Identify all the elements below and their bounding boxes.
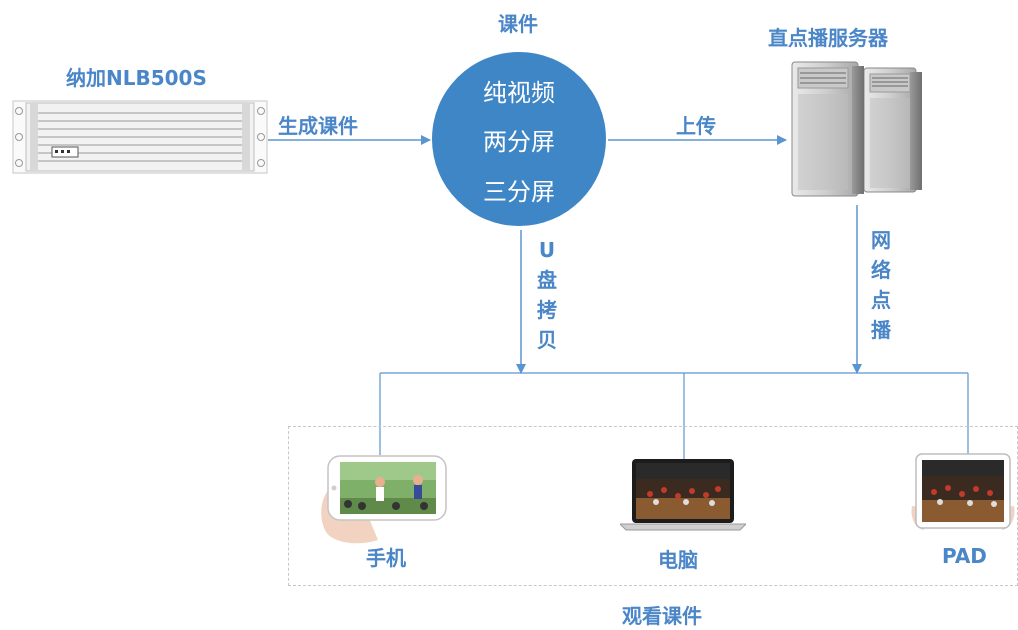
format-three-split: 三分屏	[483, 178, 555, 206]
tablet-image	[910, 452, 1016, 536]
server-image	[788, 60, 928, 204]
laptop-image	[618, 458, 748, 536]
courseware-node: 纯视频 两分屏 三分屏	[432, 52, 606, 226]
edge-label-usb-copy: U盘拷贝	[537, 238, 557, 352]
encoder-title: 纳加NLB500S	[66, 66, 207, 90]
edge-label-generate: 生成课件	[278, 114, 358, 138]
format-two-split: 两分屏	[483, 128, 555, 156]
courseware-title: 课件	[498, 12, 538, 36]
device-label-pad: PAD	[942, 544, 987, 568]
phone-image	[318, 446, 450, 550]
server-title: 直点播服务器	[768, 26, 888, 50]
edge-label-network-vod: 网络点播	[871, 228, 891, 342]
device-label-computer: 电脑	[658, 548, 698, 572]
encoder-device-image	[12, 100, 268, 178]
format-video-only: 纯视频	[483, 79, 555, 107]
device-label-phone: 手机	[366, 546, 406, 570]
viewing-label: 观看课件	[622, 604, 702, 628]
edge-label-upload: 上传	[676, 114, 716, 138]
